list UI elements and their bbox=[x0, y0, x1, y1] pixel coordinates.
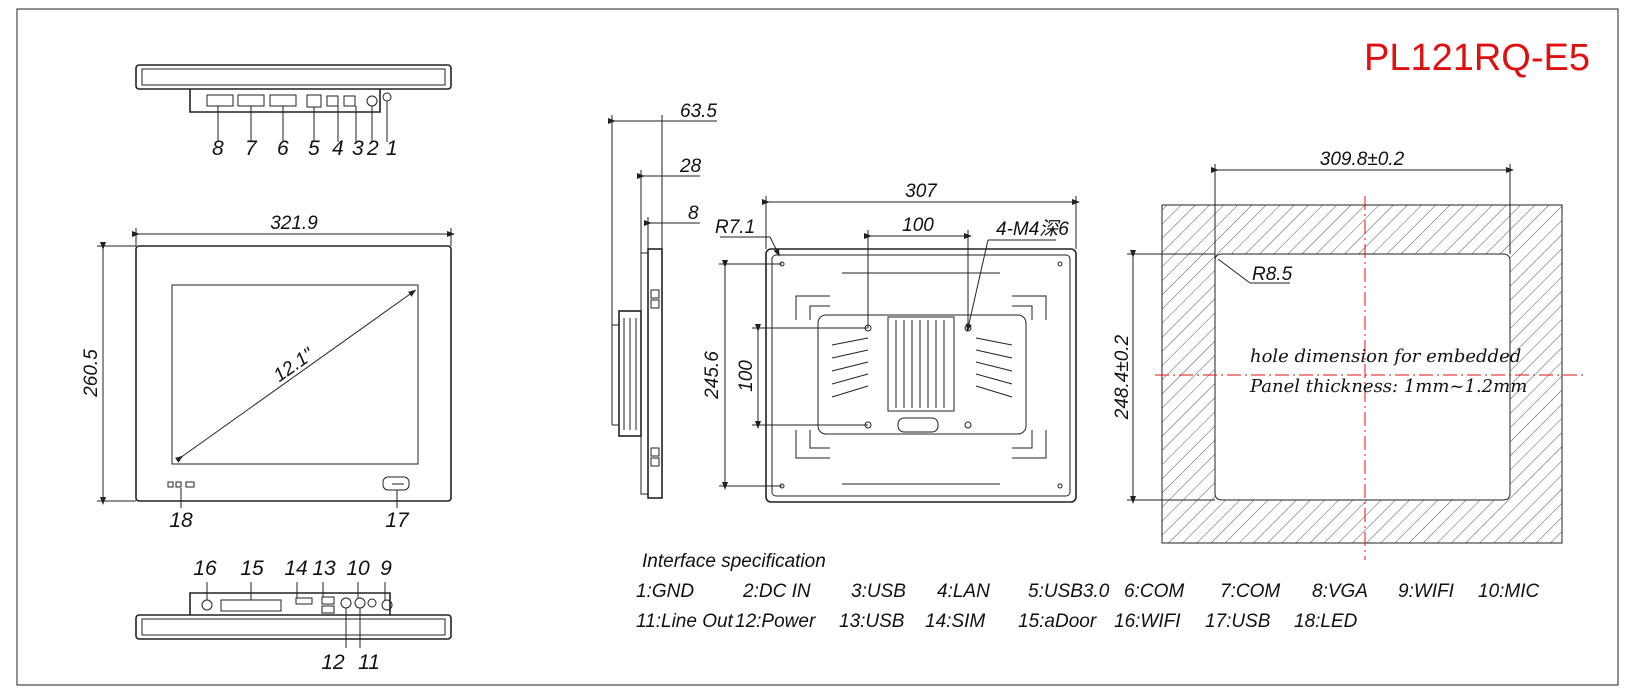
callout-6: 6 bbox=[277, 137, 289, 160]
front-height-dim: 260.5 bbox=[81, 349, 102, 398]
side-depth-total: 63.5 bbox=[680, 101, 717, 122]
side-depth-front: 8 bbox=[688, 203, 699, 224]
interface-specification: Interface specification 1:GND 2:DC IN 3:… bbox=[636, 551, 1540, 632]
callout-7: 7 bbox=[245, 137, 258, 160]
callout-2: 2 bbox=[366, 137, 379, 160]
spec-7: 7:COM bbox=[1220, 581, 1280, 602]
cutout-radius: R8.5 bbox=[1252, 264, 1293, 285]
callout-18: 18 bbox=[169, 509, 193, 532]
cutout-width-dim: 309.8±0.2 bbox=[1320, 149, 1405, 170]
interface-heading: Interface specification bbox=[642, 551, 826, 572]
front-view bbox=[97, 228, 455, 508]
bottom-port-view bbox=[135, 582, 452, 648]
drawing-frame bbox=[16, 8, 1619, 686]
spec-5: 5:USB3.0 bbox=[1028, 581, 1110, 602]
spec-17: 17:USB bbox=[1205, 611, 1271, 632]
callout-15: 15 bbox=[240, 557, 264, 580]
callout-9: 9 bbox=[380, 557, 392, 580]
spec-8: 8:VGA bbox=[1312, 581, 1368, 602]
screen-diagonal: 12.1" bbox=[270, 344, 319, 387]
spec-18: 18:LED bbox=[1294, 611, 1358, 632]
callout-11: 11 bbox=[358, 651, 380, 674]
rear-hole-spacing-h: 100 bbox=[736, 360, 757, 392]
callout-1: 1 bbox=[386, 137, 398, 160]
callout-8: 8 bbox=[212, 137, 224, 160]
callout-3: 3 bbox=[352, 137, 364, 160]
rear-view bbox=[719, 196, 1080, 503]
spec-6: 6:COM bbox=[1124, 581, 1184, 602]
spec-9: 9:WIFI bbox=[1398, 581, 1455, 602]
spec-13: 13:USB bbox=[839, 611, 905, 632]
callout-12: 12 bbox=[321, 651, 345, 674]
callout-14: 14 bbox=[284, 557, 307, 580]
callout-13: 13 bbox=[312, 557, 336, 580]
side-depth-mid: 28 bbox=[679, 156, 702, 177]
callout-5: 5 bbox=[308, 137, 320, 160]
top-port-view bbox=[135, 64, 452, 142]
bottom-port-callouts: 16 15 14 13 10 9 12 11 bbox=[193, 557, 392, 674]
spec-10: 10:MIC bbox=[1478, 581, 1540, 602]
callout-16: 16 bbox=[193, 557, 217, 580]
callout-10: 10 bbox=[346, 557, 370, 580]
rear-width-dim: 307 bbox=[905, 181, 938, 202]
spec-1: 1:GND bbox=[636, 581, 694, 602]
top-port-callouts: 8 7 6 5 4 3 2 1 bbox=[212, 137, 398, 160]
spec-4: 4:LAN bbox=[937, 581, 990, 602]
model-title: PL121RQ-E5 bbox=[1364, 37, 1590, 79]
spec-11: 11:Line Out bbox=[636, 611, 734, 632]
cutout-view bbox=[1127, 164, 1585, 560]
callout-17: 17 bbox=[385, 509, 410, 532]
front-width-dim: 321.9 bbox=[270, 213, 318, 234]
rear-screw-note: 4-M4深6 bbox=[996, 219, 1069, 240]
spec-12: 12:Power bbox=[735, 611, 816, 632]
spec-3: 3:USB bbox=[851, 581, 906, 602]
callout-4: 4 bbox=[332, 137, 344, 160]
cutout-note-line2: Panel thickness: 1mm~1.2mm bbox=[1249, 376, 1527, 397]
spec-15: 15:aDoor bbox=[1018, 611, 1097, 632]
spec-16: 16:WIFI bbox=[1114, 611, 1181, 632]
spec-14: 14:SIM bbox=[925, 611, 985, 632]
side-view bbox=[608, 115, 717, 499]
cutout-height-dim: 248.4±0.2 bbox=[1112, 334, 1133, 420]
rear-radius: R7.1 bbox=[715, 217, 755, 238]
spec-2: 2:DC IN bbox=[742, 581, 811, 602]
rear-height-dim: 245.6 bbox=[702, 351, 723, 400]
rear-hole-spacing-w: 100 bbox=[902, 215, 934, 236]
cutout-note-line1: hole dimension for embedded bbox=[1250, 346, 1521, 367]
